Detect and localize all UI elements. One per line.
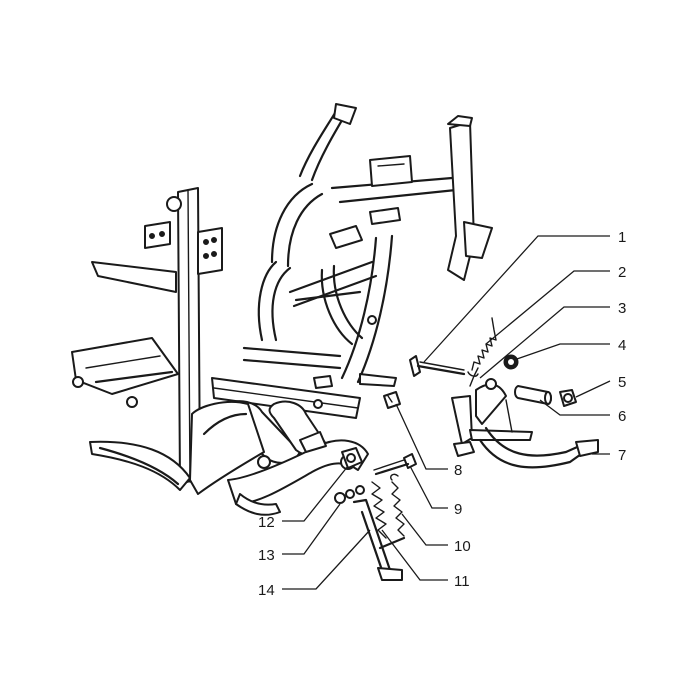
part-6-spacer-bushing xyxy=(514,385,552,405)
callout-14: 14 xyxy=(258,582,275,599)
leader-9 xyxy=(409,465,448,509)
callout-13: 13 xyxy=(258,547,275,564)
callout-1: 1 xyxy=(618,229,626,246)
part-7-center-stand xyxy=(451,378,599,469)
callout-6: 6 xyxy=(618,408,626,425)
leader-14 xyxy=(282,529,371,590)
leader-4 xyxy=(513,343,610,361)
callout-11: 11 xyxy=(454,573,470,590)
leader-10 xyxy=(401,513,448,546)
part-12-bracket xyxy=(341,447,363,469)
part-3-spring-hook xyxy=(469,367,479,387)
leader-5 xyxy=(575,380,611,398)
leader-6 xyxy=(539,399,610,416)
callout-2: 2 xyxy=(618,264,626,281)
leader-3 xyxy=(479,306,610,379)
part-1-pivot-bolt xyxy=(409,355,466,377)
leader-2 xyxy=(485,270,610,345)
part-9-bolt xyxy=(373,453,417,476)
callout-5: 5 xyxy=(618,374,626,391)
leader-lines xyxy=(282,235,611,590)
part-5-cap-nut xyxy=(559,389,577,407)
part-14-side-stand xyxy=(352,498,406,581)
callout-10: 10 xyxy=(454,538,471,555)
leader-8 xyxy=(395,403,448,470)
callout-3: 3 xyxy=(618,300,626,317)
callout-9: 9 xyxy=(454,501,462,518)
callout-8: 8 xyxy=(454,462,462,479)
callout-4: 4 xyxy=(618,337,626,354)
leader-13 xyxy=(282,503,341,555)
callout-labels: 1 2 3 4 5 6 7 8 9 10 11 12 13 14 xyxy=(258,229,626,599)
callout-7: 7 xyxy=(618,447,626,464)
part-2-spring xyxy=(467,317,497,377)
part-13-washer-set xyxy=(334,485,365,504)
part-4-nut xyxy=(503,354,519,370)
part-10-spring xyxy=(389,473,405,537)
leader-1 xyxy=(423,235,610,363)
part-8-rubber-stop xyxy=(383,391,401,409)
scooter-frame xyxy=(71,103,493,516)
callout-12: 12 xyxy=(258,514,275,531)
leader-12 xyxy=(282,465,349,522)
leader-11 xyxy=(381,529,448,581)
part-11-spring xyxy=(371,481,387,539)
